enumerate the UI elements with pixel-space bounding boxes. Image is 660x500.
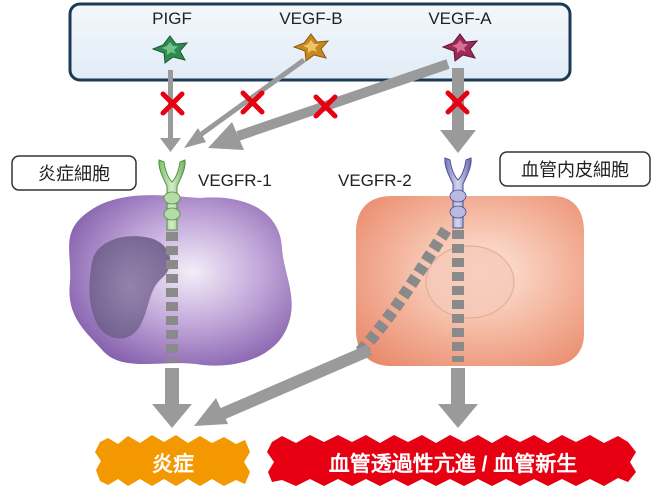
vegf-a-star-icon	[441, 33, 479, 62]
inflammation-outcome: 炎症	[152, 452, 194, 476]
endothelial-cell-label-box: 血管内皮細胞	[499, 151, 651, 187]
endothelial-cell-label: 血管内皮細胞	[521, 160, 629, 180]
block-x-icon	[313, 94, 338, 119]
endothelial-cell-nucleus	[425, 245, 515, 319]
signal-dashes	[166, 226, 464, 362]
output-arrows	[152, 344, 478, 428]
inflammatory-cell-label-box: 炎症細胞	[11, 155, 137, 191]
block-x-icon	[240, 90, 265, 115]
inflammatory-cell-nucleus	[89, 236, 171, 339]
inflammatory-cell	[69, 195, 292, 366]
angiogenesis-badge: 血管透過性亢進 / 血管新生	[267, 435, 636, 486]
inflammation-badge: 炎症	[95, 435, 250, 486]
vegf-b-star-icon	[292, 33, 330, 62]
vegfr2-to-outcome-arrow	[438, 368, 478, 428]
vegf-a-label: VEGF-A	[428, 9, 492, 28]
pigf-star-icon	[151, 35, 189, 64]
vegfr2-receptor-icon	[444, 157, 472, 229]
vegfr1-to-inflammation-arrow	[152, 368, 192, 428]
vegfa-to-vegfr1-arrow	[208, 59, 450, 150]
block-marks	[160, 90, 470, 119]
vegfr2-to-inflammation-arrow	[194, 344, 373, 426]
inflammatory-cell-label: 炎症細胞	[38, 164, 110, 184]
vegfr2-label: VEGFR-2	[338, 171, 412, 190]
vegfr2-to-inflammation-dashes	[355, 226, 452, 357]
endothelial-cell	[356, 196, 584, 366]
pigf-label: PIGF	[152, 9, 192, 28]
angiogenesis-outcome: 血管透過性亢進 / 血管新生	[329, 452, 578, 476]
vegfr1-receptor-icon	[158, 159, 186, 231]
vegf-b-label: VEGF-B	[279, 9, 342, 28]
vegfr1-label: VEGFR-1	[198, 171, 272, 190]
block-x-icon	[445, 90, 470, 115]
block-x-icon	[160, 91, 185, 116]
